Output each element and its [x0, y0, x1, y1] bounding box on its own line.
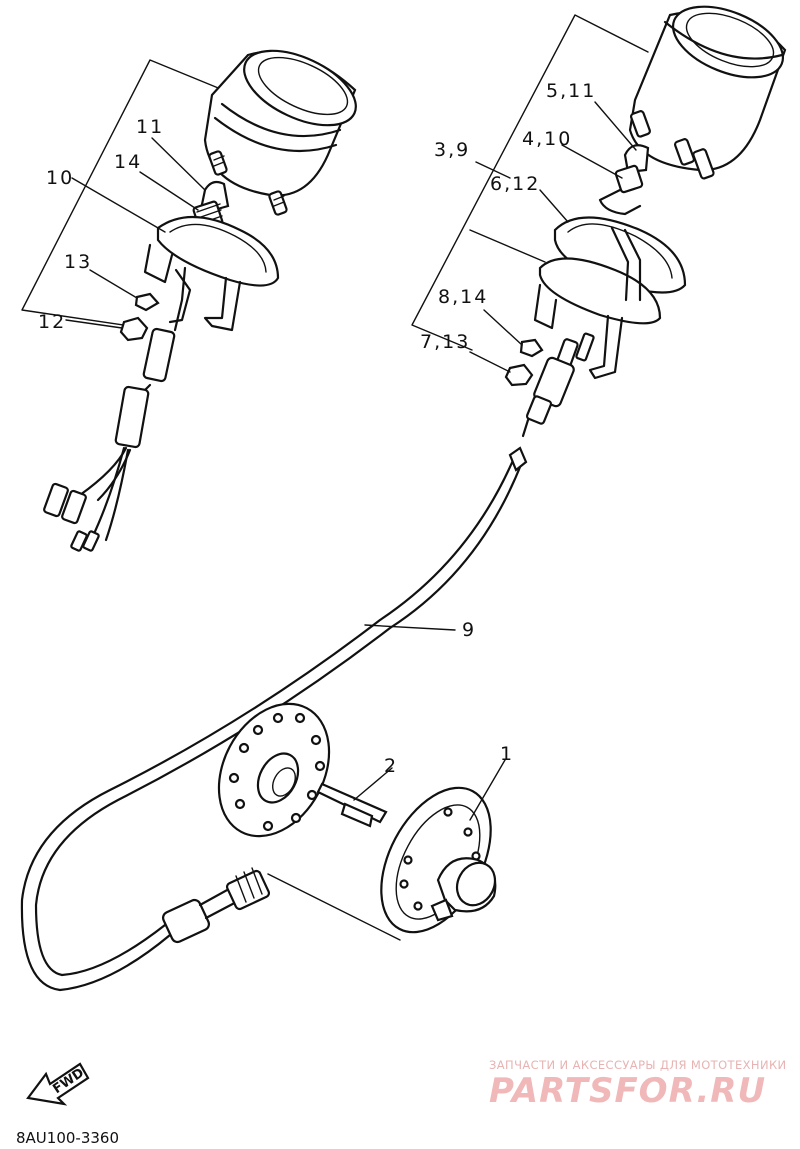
cable-end-nut: [225, 867, 271, 911]
leader-10-left: [71, 177, 166, 233]
speedometer-drive-disc: [217, 702, 331, 838]
leader-11-left: [151, 137, 206, 191]
callout-13-left: 13: [64, 251, 92, 273]
leader-7-13: [469, 351, 511, 373]
callout-11-left: 11: [136, 116, 164, 138]
leader-3-9-lower: [469, 229, 546, 263]
left-meter-housing: [203, 49, 357, 216]
leader-1: [469, 759, 506, 821]
leader-2: [353, 767, 393, 801]
watermark: ЗАПЧАСТИ И АКСЕССУАРЫ ДЛЯ МОТОТЕХНИКИ PA…: [489, 1058, 787, 1111]
fwd-arrow: FWD: [26, 1062, 90, 1106]
callout-6-12: 6,12: [490, 173, 540, 195]
callout-14-left: 14: [114, 151, 142, 173]
right-nut-8-14: [519, 338, 544, 358]
watermark-subtitle: ЗАПЧАСТИ И АКСЕССУАРЫ ДЛЯ МОТОТЕХНИКИ: [489, 1058, 787, 1072]
callout-12-left: 12: [38, 311, 66, 333]
left-wire-harness: [43, 266, 187, 552]
callout-labels: 11 14 10 13 12 5,11 3,9 4,10 6,12 8,14 7…: [38, 80, 596, 777]
left-group-bracket: [21, 59, 229, 327]
speedometer-gear-unit: [380, 759, 506, 934]
leader-8-14: [483, 309, 523, 346]
left-nut-13: [134, 292, 160, 312]
leader-12-left: [65, 319, 123, 329]
callout-4-10: 4,10: [522, 128, 572, 150]
diagram-code: 8AU100-3360: [16, 1129, 119, 1147]
right-meter-assembly: [411, 5, 787, 438]
leader-13-left: [89, 269, 138, 299]
left-meter-bracket: [143, 215, 280, 332]
leader-14-left: [139, 171, 199, 211]
callout-5-11: 5,11: [546, 80, 596, 102]
watermark-brand: PARTSFOR.RU: [489, 1071, 766, 1111]
callout-9: 9: [462, 619, 476, 641]
leader-cable-end: [267, 873, 401, 941]
left-meter-assembly: [21, 49, 357, 552]
callout-8-14: 8,14: [438, 286, 488, 308]
right-meter-bracket: [533, 216, 687, 380]
leader-6-12: [539, 189, 569, 223]
callout-3-9: 3,9: [434, 139, 470, 161]
right-nut-7-13: [504, 363, 534, 387]
leader-4-10: [561, 144, 623, 179]
callout-10-left: 10: [46, 167, 74, 189]
leader-5-11: [594, 101, 637, 151]
shaft: [316, 767, 393, 828]
callout-7-13: 7,13: [420, 331, 470, 353]
leader-3-9: [475, 161, 511, 179]
callout-2: 2: [384, 755, 398, 777]
right-meter-housing: [628, 5, 787, 180]
right-cable-connector: [521, 332, 595, 438]
meter-cable: [20, 446, 528, 992]
callout-1: 1: [500, 743, 514, 765]
leader-9: [364, 624, 456, 631]
left-nut-12: [119, 316, 149, 342]
right-bulb: [598, 144, 650, 216]
